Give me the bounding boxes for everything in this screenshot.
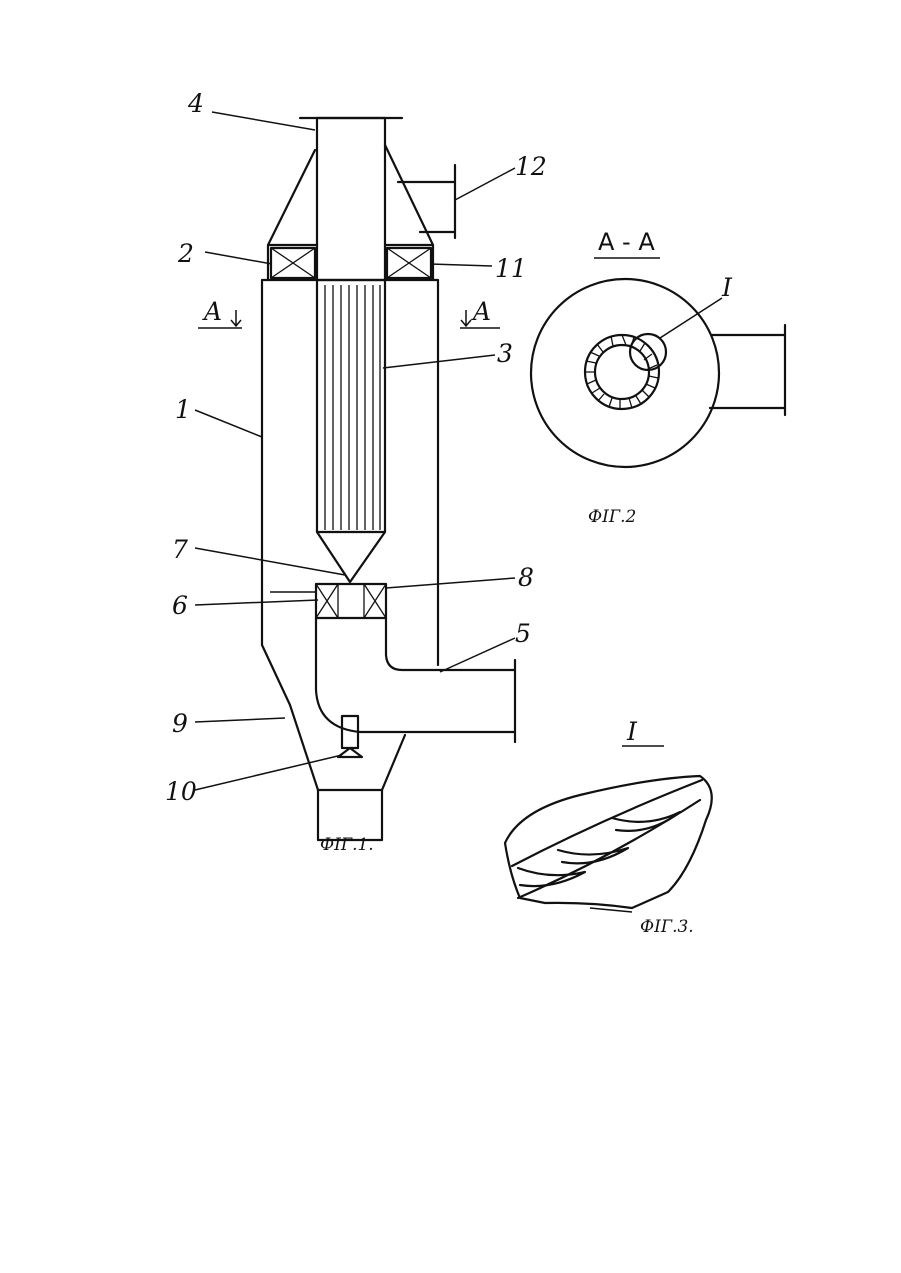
label-11: 11 [495, 254, 527, 283]
label-6: 6 [172, 591, 188, 620]
swirler-right [387, 248, 431, 278]
detail-caption-leader [590, 908, 632, 912]
tube-bundle [317, 280, 385, 532]
spray-nozzle [338, 716, 362, 757]
leader-9 [195, 718, 285, 722]
swirler-left [271, 248, 315, 278]
elbow-pipe [316, 618, 515, 742]
label-3: 3 [497, 339, 513, 368]
detail-blade-2 [558, 848, 628, 863]
section-outer-circle [531, 279, 719, 467]
leader-6 [195, 600, 318, 605]
bottom-nozzle [318, 790, 382, 840]
detail-blade-3 [612, 812, 680, 831]
section-mark-left: A [198, 297, 242, 328]
caption-fig3: ФІГ.3. [640, 917, 694, 937]
caption-fig1: ФІГ.1. [320, 835, 374, 855]
leader-1 [195, 410, 262, 437]
leader-11 [430, 264, 492, 266]
leader-7 [195, 548, 345, 575]
detail-marker-leader [660, 298, 722, 338]
section-title: A - A [598, 228, 655, 256]
fig1-apparatus: 4 12 2 11 3 1 7 8 6 5 9 10 A A ФІГ.1. [165, 89, 547, 855]
side-inlet-nozzle [398, 165, 455, 238]
detail-marker-label: I [721, 273, 733, 302]
detail-outline [505, 776, 712, 908]
label-4: 4 [187, 89, 204, 118]
outlet-pipe [317, 118, 385, 280]
leader-12 [455, 168, 515, 200]
label-2: 2 [177, 239, 194, 268]
label-5: 5 [515, 619, 531, 648]
bottom-cone [382, 735, 405, 790]
label-12: 12 [515, 152, 547, 181]
bundle-cone [317, 532, 385, 582]
label-10: 10 [165, 777, 197, 806]
detail-title: I [626, 717, 638, 746]
lower-swirler [316, 584, 386, 618]
outer-shell [262, 280, 438, 790]
section-mark-right: A [460, 297, 500, 328]
caption-fig2: ФІГ.2 [588, 507, 636, 527]
fig3-detail: I ФІГ.3. [505, 717, 712, 937]
leader-2 [205, 252, 272, 264]
label-1: 1 [175, 395, 191, 424]
svg-text:A: A [471, 297, 491, 326]
section-side-nozzle [710, 325, 785, 415]
label-7: 7 [172, 535, 188, 564]
leader-4 [212, 112, 315, 130]
label-9: 9 [172, 709, 188, 738]
leader-10 [195, 755, 342, 790]
leader-5 [440, 638, 515, 672]
fig2-section: A - A I ФІГ.2 [531, 228, 785, 527]
leader-8 [386, 578, 515, 588]
top-cover [268, 145, 433, 280]
section-ring-inner [595, 345, 649, 399]
label-8: 8 [518, 563, 534, 592]
svg-text:A: A [202, 297, 222, 326]
